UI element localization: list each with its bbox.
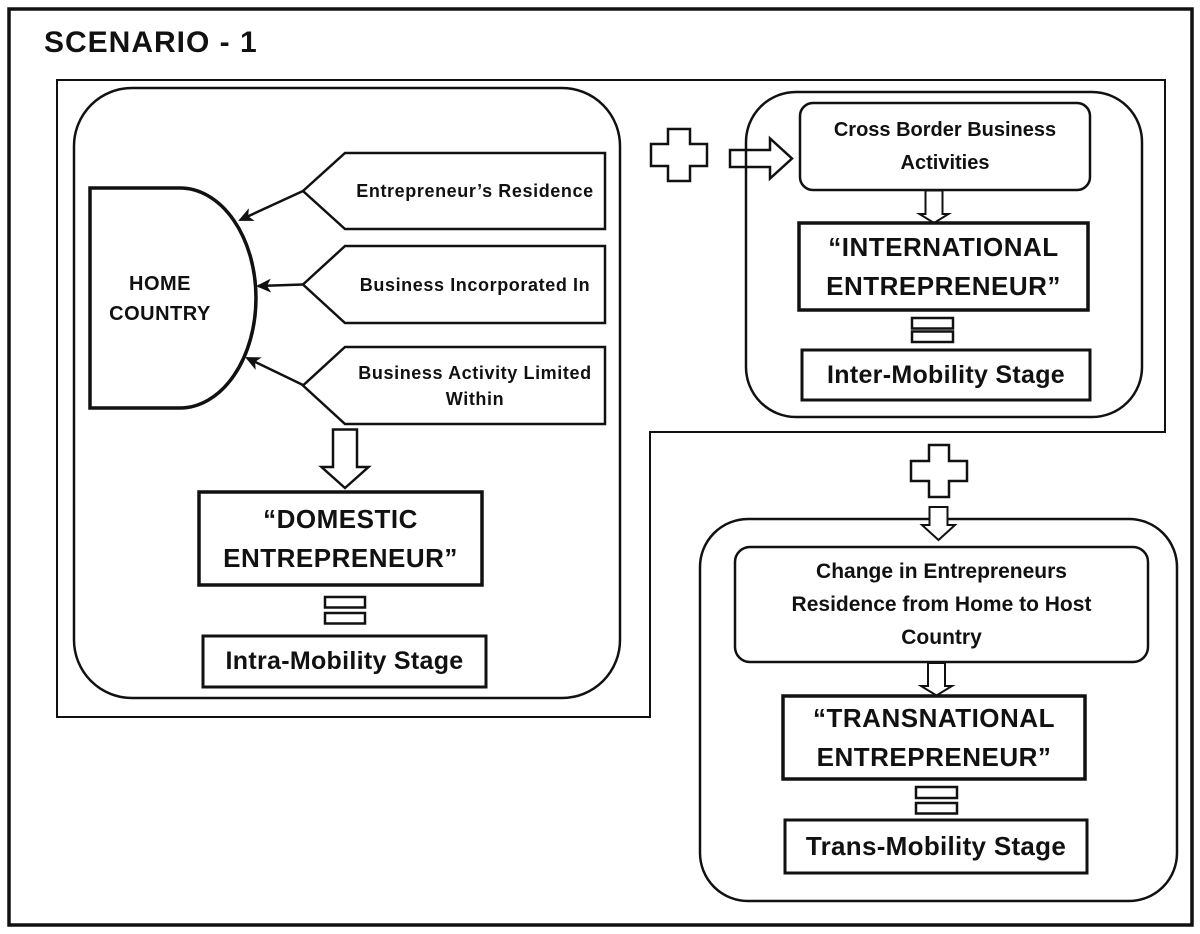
factor-activity-shape xyxy=(301,345,607,426)
intra-mobility-stage-box xyxy=(201,634,488,689)
home-country-shape xyxy=(88,186,258,410)
factor-residence-arrow-icon xyxy=(238,189,304,222)
transnational-entrepreneur-box xyxy=(781,694,1087,781)
inter-mobility-stage-box xyxy=(800,348,1092,402)
scenario-boundary xyxy=(56,79,1166,718)
plus-international-icon xyxy=(649,127,709,183)
page-title: SCENARIO - 1 xyxy=(44,26,258,59)
domestic-entrepreneur-box xyxy=(197,490,484,587)
equals-domestic-icon xyxy=(323,595,367,609)
arrow-down-international-icon xyxy=(915,189,953,225)
equals-domestic-icon xyxy=(323,611,367,625)
equals-international-icon xyxy=(910,316,955,330)
outer-frame xyxy=(7,7,1194,927)
factor-activity-arrow-icon xyxy=(245,356,304,387)
equals-transnational-icon xyxy=(914,801,959,815)
domestic-container xyxy=(72,86,622,700)
arrow-right-international-icon xyxy=(728,135,794,182)
equals-transnational-icon xyxy=(914,785,959,800)
factor-incorporated-shape xyxy=(301,244,607,325)
equals-international-icon xyxy=(910,330,955,344)
change-residence-box xyxy=(733,545,1150,664)
international-entrepreneur-box xyxy=(797,221,1090,312)
factor-incorporated-arrow-icon xyxy=(256,278,304,293)
plus-transnational-icon xyxy=(909,443,969,499)
factor-residence-shape xyxy=(301,151,607,231)
cross-border-box xyxy=(798,101,1092,192)
international-container xyxy=(744,90,1144,419)
arrow-down-transnational-result-icon xyxy=(917,662,956,697)
trans-mobility-stage-box xyxy=(783,818,1089,875)
arrow-down-transnational-icon xyxy=(919,506,958,542)
arrow-down-domestic-icon xyxy=(318,428,372,490)
